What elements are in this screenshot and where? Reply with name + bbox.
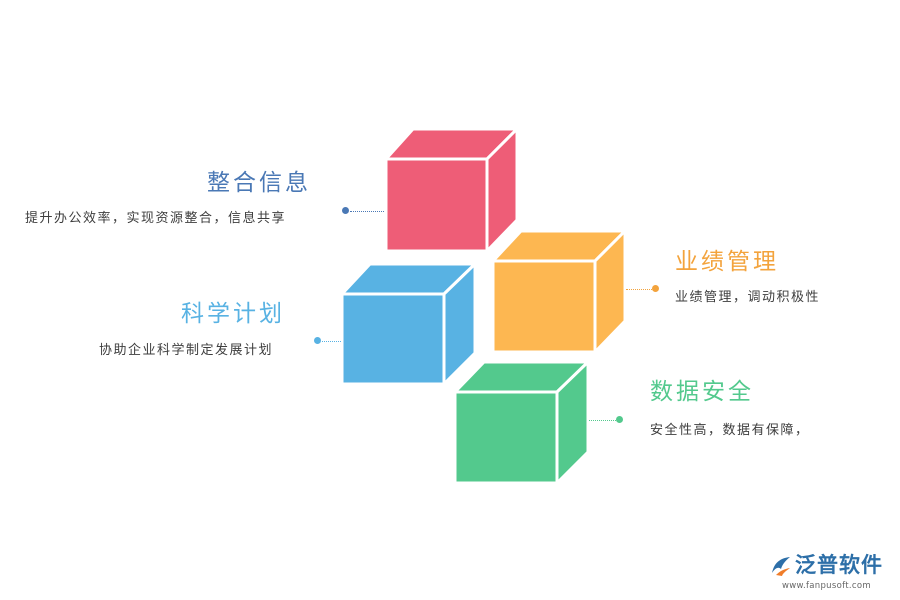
cube-performance-front — [491, 259, 597, 354]
cube-planning-front — [340, 292, 446, 386]
data-security-title: 数据安全 — [650, 379, 754, 405]
fanpu-logo-icon — [772, 557, 790, 576]
performance-title: 业绩管理 — [675, 249, 779, 275]
data-security-connector — [589, 420, 616, 421]
planning-connector — [322, 341, 341, 342]
performance-dot — [652, 285, 659, 292]
cube-performance — [491, 229, 627, 354]
info-integration-connector — [350, 211, 384, 212]
info-integration-dot — [342, 207, 349, 214]
performance-desc: 业绩管理，调动积极性 — [675, 290, 821, 305]
cube-info-integration — [384, 127, 519, 253]
fanpu-logo: 泛普软件 www.fanpusoft.com — [770, 551, 898, 595]
info-integration-desc: 提升办公效率，实现资源整合，信息共享 — [25, 211, 287, 226]
performance-connector — [626, 289, 652, 290]
cube-security-front — [453, 390, 559, 485]
info-integration-title: 整合信息 — [207, 170, 311, 196]
planning-desc: 协助企业科学制定发展计划 — [99, 343, 274, 358]
cube-data-security — [453, 360, 590, 485]
logo-name: 泛普软件 — [795, 553, 883, 577]
data-security-dot — [616, 416, 623, 423]
cube-planning — [340, 262, 477, 386]
logo-url: www.fanpusoft.com — [782, 581, 871, 591]
data-security-desc: 安全性高，数据有保障， — [650, 423, 810, 438]
planning-dot — [314, 337, 321, 344]
planning-title: 科学计划 — [181, 301, 285, 327]
cube-info-front — [384, 157, 489, 253]
